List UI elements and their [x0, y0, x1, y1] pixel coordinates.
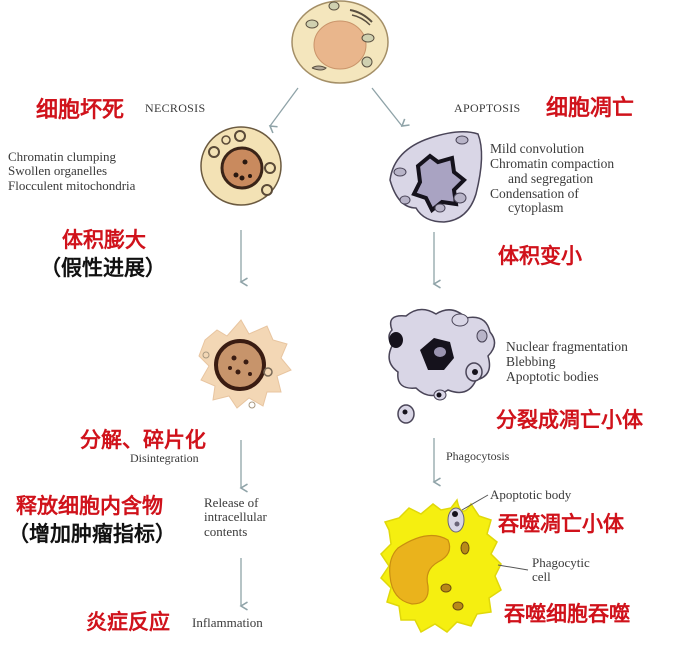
phagocytic-cell-icon: [380, 498, 502, 634]
phagocytic-line: Phagocytic: [532, 555, 590, 570]
tumor-marker-note-cn: （增加肿瘤指标）: [8, 522, 176, 546]
apoptosis-feature: cytoplasm: [508, 200, 564, 216]
necrosis-feature: Swollen organelles: [8, 163, 108, 179]
apoptosis-feature: Chromatin compaction: [490, 155, 615, 171]
shrunken-cell-icon: [389, 131, 483, 223]
disintegration-label-en: Disintegration: [130, 451, 199, 465]
phagocyte-engulf-note-cn: 吞噬细胞吞噬: [504, 602, 630, 626]
fragmenting-cell-icon: [388, 308, 496, 424]
apoptosis-feature: Mild convolution: [490, 141, 585, 156]
apoptotic-bodies-note-cn: 分裂成凋亡小体: [496, 408, 643, 432]
phagocytosis-label-en: Phagocytosis: [446, 449, 510, 463]
release-line: contents: [204, 523, 248, 539]
pseudo-progression-note-cn: （假性进展）: [40, 256, 166, 280]
phagocytic-cell-pointer: [497, 564, 529, 571]
apoptosis-feature: and segregation: [508, 170, 594, 186]
release-contents-label-en: Release of intracellular contents: [204, 495, 267, 539]
apoptosis-feature-list: Mild convolution Chromatin compaction an…: [490, 141, 615, 216]
necrosis-title-cn: 细胞坏死: [36, 98, 125, 123]
apoptosis-title-en: APOPTOSIS: [454, 101, 521, 115]
release-contents-note-cn: 释放细胞内含物: [16, 494, 163, 518]
apoptosis-feature: Condensation of: [490, 185, 579, 201]
arrow-to-necrosis: [268, 87, 299, 134]
release-line: intracellular: [204, 509, 267, 525]
inflammation-label-en: Inflammation: [192, 615, 263, 630]
release-line: Release of: [204, 495, 259, 510]
apoptotic-body-label: Apoptotic body: [490, 487, 572, 502]
fragmentation-feature: Blebbing: [506, 353, 556, 369]
necrosis-feature: Chromatin clumping: [8, 149, 116, 164]
apoptosis-title-cn: 细胞凋亡: [546, 96, 635, 121]
necrosis-title-en: NECROSIS: [145, 101, 206, 115]
fragmentation-feature: Nuclear fragmentation: [506, 339, 628, 354]
fragmentation-feature-list: Nuclear fragmentation Blebbing Apoptotic…: [506, 339, 628, 385]
shrinkage-note-cn: 体积变小: [498, 244, 582, 268]
arrow-to-apoptosis: [371, 87, 410, 127]
disintegration-note-cn: 分解、碎片化: [80, 428, 206, 452]
inflammation-note-cn: 炎症反应: [86, 610, 170, 634]
swollen-cell-icon: [200, 126, 282, 206]
normal-cell-icon: [291, 0, 389, 84]
fragmentation-feature: Apoptotic bodies: [506, 368, 599, 384]
apoptotic-body-pointer: [461, 494, 489, 511]
engulf-apoptotic-body-note-cn: 吞噬凋亡小体: [498, 512, 624, 536]
necrosis-feature-list: Chromatin clumping Swollen organelles Fl…: [8, 149, 136, 193]
phagocytic-line: cell: [532, 569, 551, 585]
swelling-note-cn: 体积膨大: [62, 228, 146, 252]
phagocytic-cell-label: Phagocytic cell: [532, 555, 590, 585]
disintegrating-cell-icon: [198, 319, 292, 409]
necrosis-feature: Flocculent mitochondria: [8, 177, 136, 193]
